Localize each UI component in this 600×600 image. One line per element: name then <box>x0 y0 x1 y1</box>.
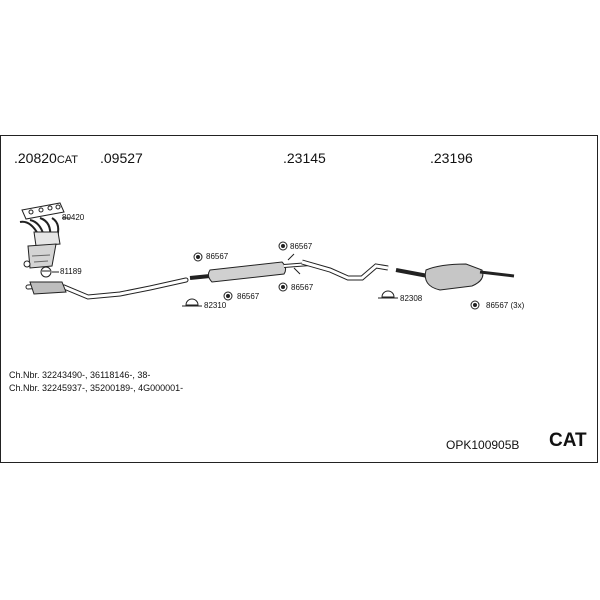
diagram-frame <box>0 135 598 463</box>
middle-silencer <box>189 261 311 283</box>
part-number-82310: 82310 <box>204 301 227 310</box>
group-label-rear-silencer: .23196 <box>430 150 473 166</box>
part-number-86567-lower-left: 86567 <box>237 292 260 301</box>
part-number-86567-lower-right: 86567 <box>291 283 314 292</box>
part-number-86567-upper-left: 86567 <box>206 252 229 261</box>
group-label-middle-silencer: .23145 <box>283 150 326 166</box>
rear-silencer <box>395 263 515 291</box>
chassis-line-2: Ch.Nbr. 32245937-, 35200189-, 4G000001- <box>9 383 184 393</box>
part-number-86567-upper-right: 86567 <box>290 242 313 251</box>
hanger-brackets <box>287 253 301 275</box>
kit-code: OPK100905B <box>446 438 520 452</box>
group-label-catalyst: .20820CAT <box>14 150 79 166</box>
front-pipe <box>25 277 189 300</box>
group-label-front-pipe: .09527 <box>100 150 143 166</box>
part-number-81189: 81189 <box>60 267 82 276</box>
rubber-mounts <box>193 241 480 310</box>
manifold-catalyst <box>19 202 65 278</box>
rear-pipe <box>301 259 389 281</box>
cat-label: CAT <box>549 430 587 451</box>
part-number-80420: 80420 <box>62 213 85 222</box>
chassis-line-1: Ch.Nbr. 32243490-, 36118146-, 38- <box>9 370 151 380</box>
clamps <box>182 290 398 307</box>
part-number-82308: 82308 <box>400 294 423 303</box>
part-number-86567-3x: 86567 (3x) <box>486 301 525 310</box>
